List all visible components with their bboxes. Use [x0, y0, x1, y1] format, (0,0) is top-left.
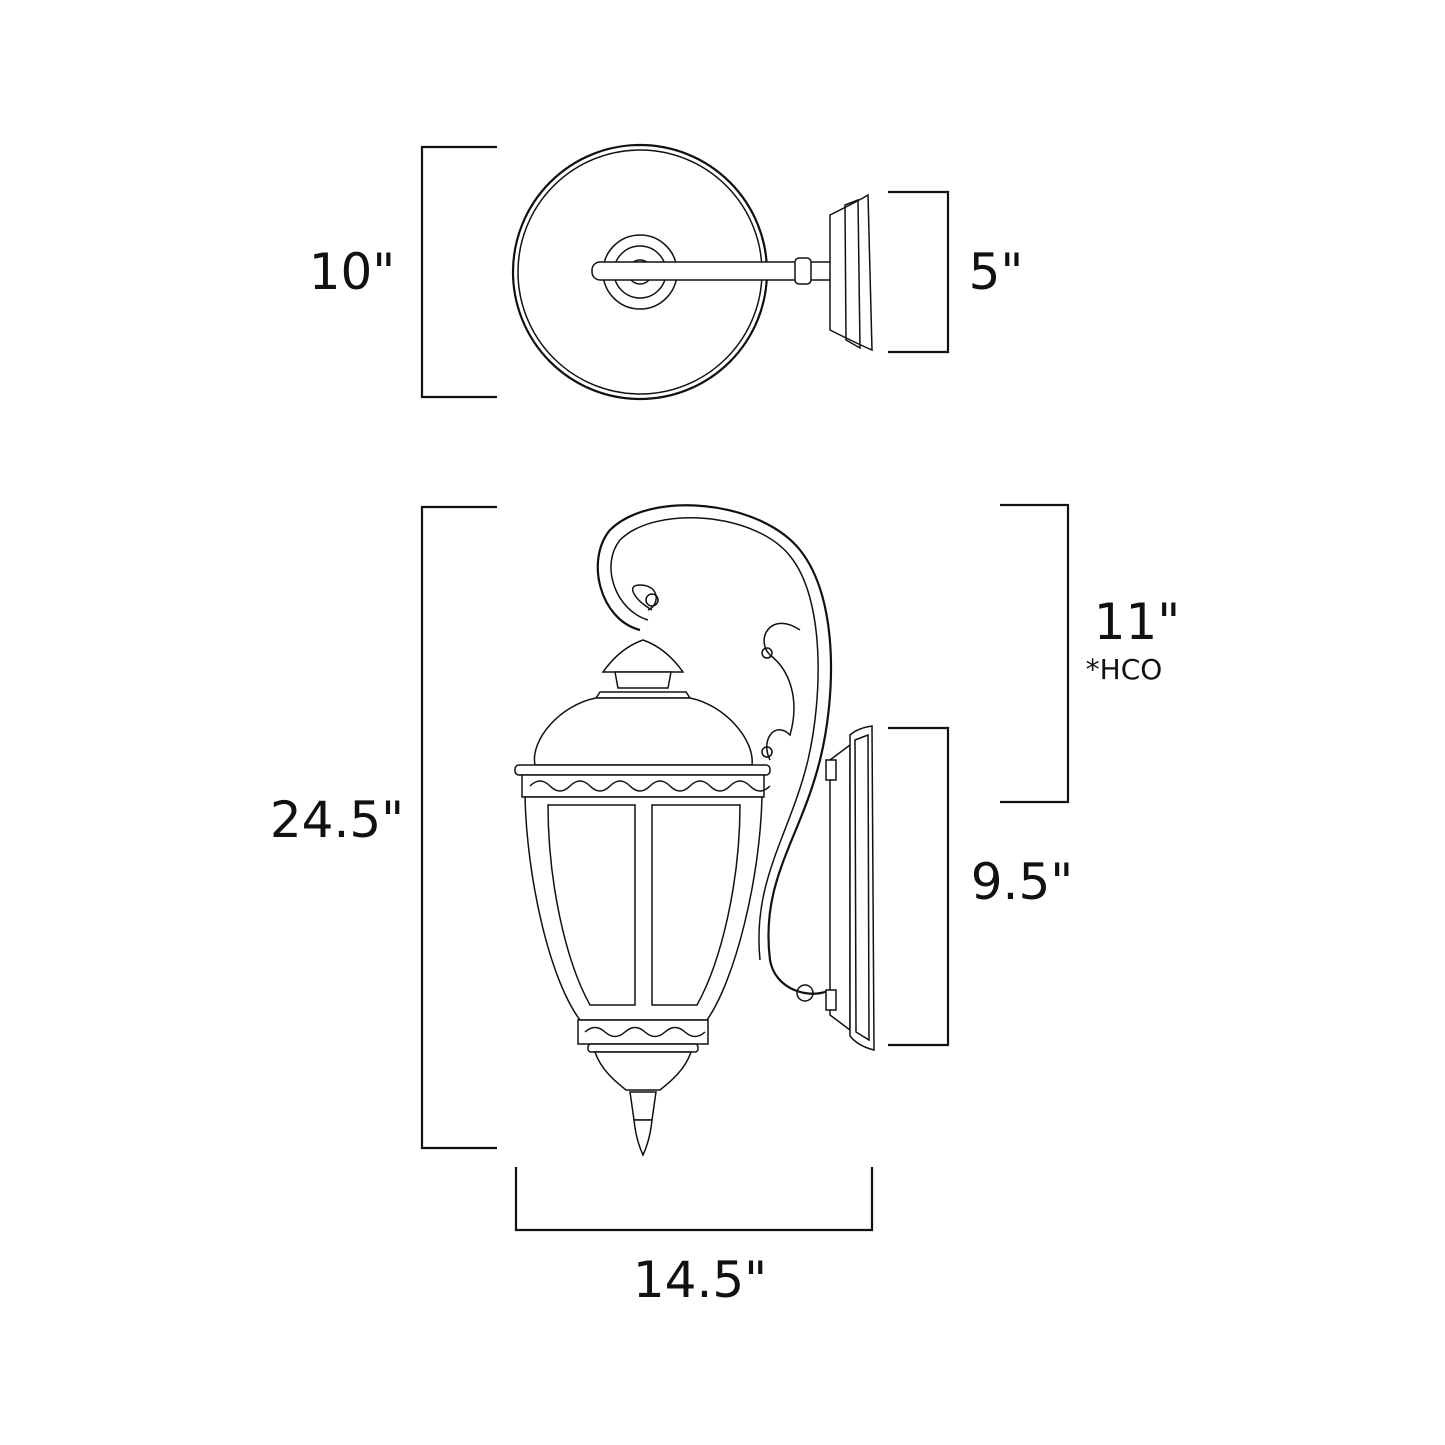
width-label: 14.5"	[632, 1251, 768, 1309]
hco-note: *HCO	[1085, 653, 1163, 686]
backplate-height-label: 9.5"	[970, 853, 1074, 911]
bracket-overall-height	[420, 505, 497, 1150]
side-view-fixture	[514, 504, 875, 1157]
bottom-finial-icon	[633, 1119, 653, 1157]
bracket-width	[514, 1167, 874, 1232]
bracket-top-backplate	[888, 190, 950, 354]
top-backplate-label: 5"	[968, 243, 1024, 301]
bracket-hco	[1000, 503, 1070, 804]
bracket-backplate-height	[888, 726, 950, 1047]
top-height-label: 10"	[308, 243, 396, 301]
leaf-finial-icon	[601, 639, 685, 673]
top-view-fixture	[511, 143, 873, 401]
hco-label: 11"	[1093, 593, 1181, 651]
overall-height-label: 24.5"	[269, 791, 405, 849]
bracket-top-height	[420, 145, 497, 399]
